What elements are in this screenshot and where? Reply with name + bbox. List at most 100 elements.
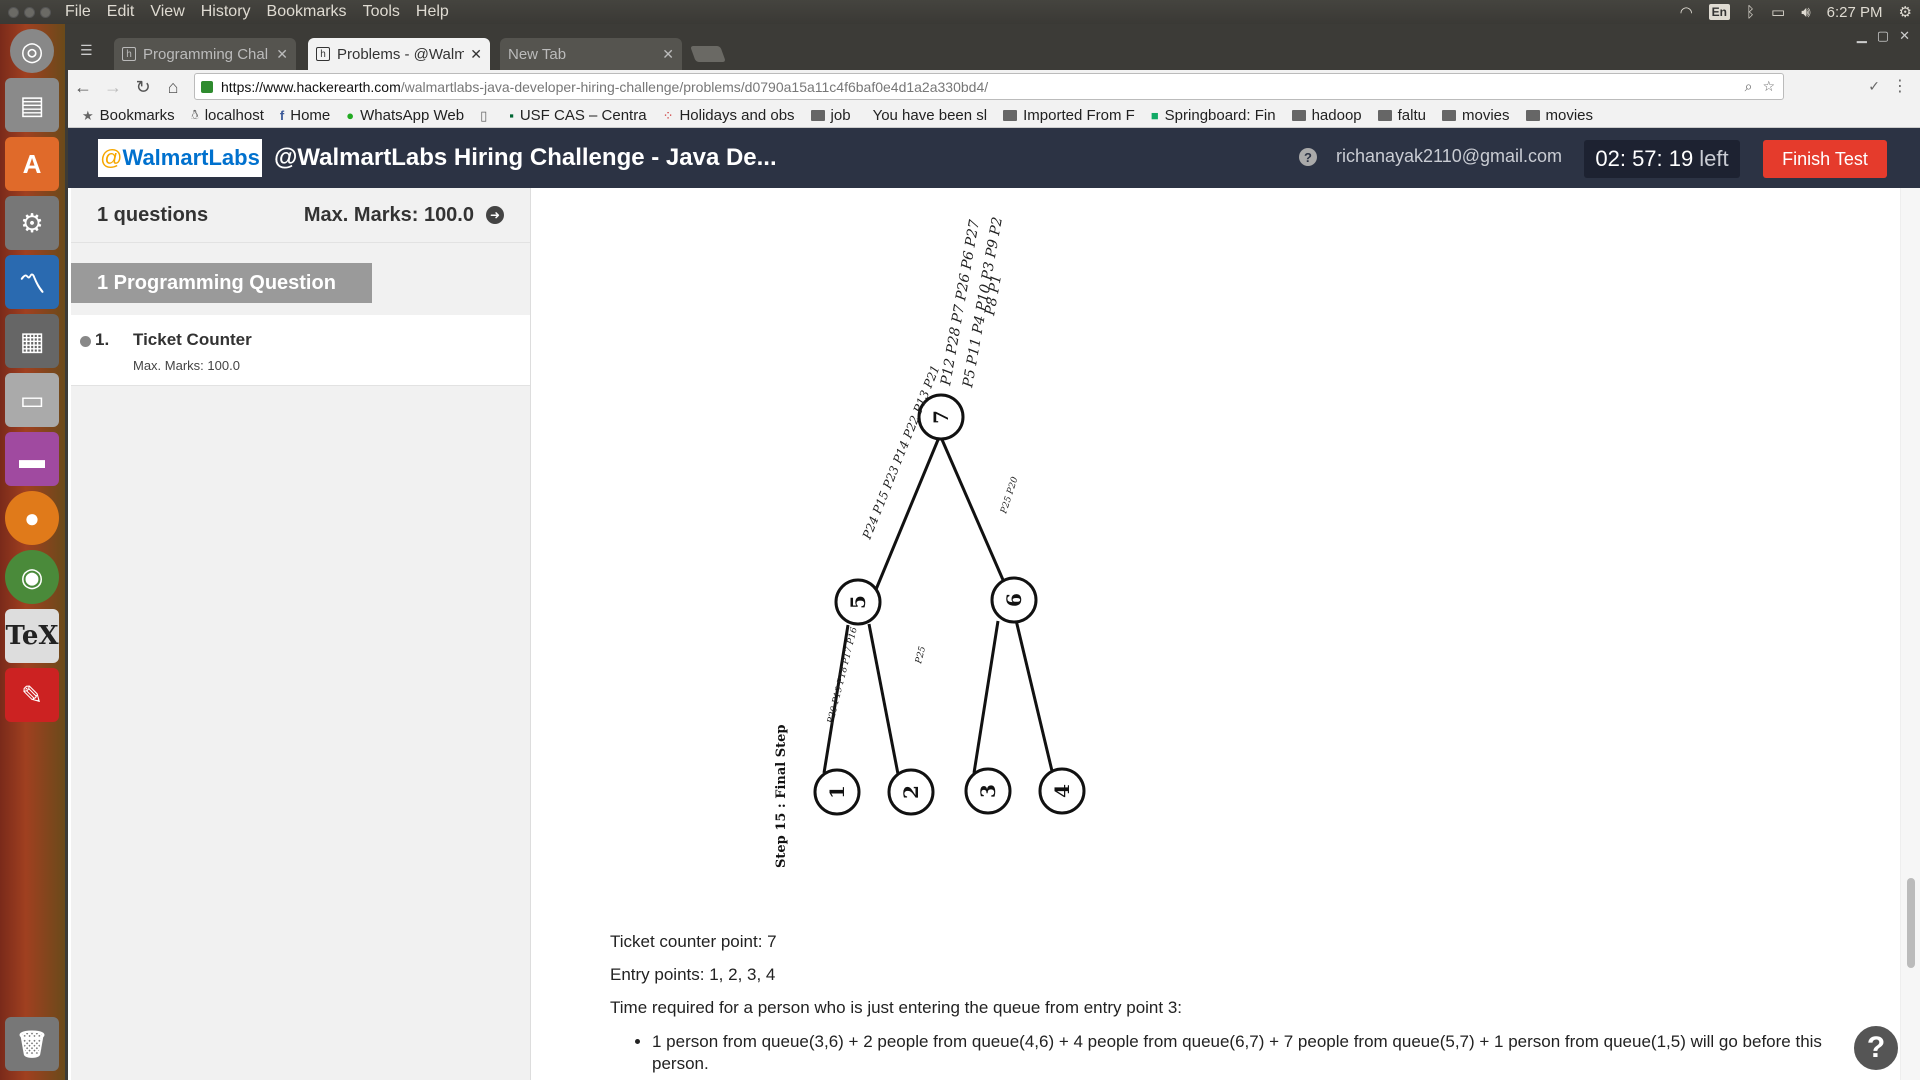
bookmark-item[interactable]: ●WhatsApp Web (346, 107, 465, 124)
close-icon[interactable]: ✕ (276, 45, 288, 62)
bookmark-item[interactable]: ▯ (480, 108, 493, 124)
forward-icon[interactable]: → (104, 76, 122, 97)
node-6 (990, 576, 1038, 624)
tab-search-icon[interactable]: ☰ (80, 42, 93, 58)
menu-file[interactable]: File (65, 3, 91, 20)
dots-icon: ⁘ (662, 107, 674, 123)
bookmark-item[interactable]: ★Bookmarks (82, 107, 175, 124)
bookmark-star-icon[interactable]: ☆ (1762, 78, 1775, 94)
wifi-icon[interactable]: ◠ (1679, 4, 1693, 21)
tab-title: Programming Chal (143, 45, 269, 63)
home-icon[interactable]: ⌂ (167, 76, 179, 97)
ticket-counter-line: Ticket counter point: 7 (610, 932, 777, 951)
maximize-icon[interactable]: ▢ (1876, 28, 1890, 43)
menu-bookmarks[interactable]: Bookmarks (266, 3, 347, 20)
close-icon[interactable]: ✕ (662, 45, 674, 62)
edge-6-3 (972, 620, 1000, 774)
bookmark-item[interactable]: job (810, 107, 851, 124)
node-7 (917, 393, 965, 441)
edge-labels: P12 P28 P7 P26 P6 P27 P5 P11 P4 P10 P3 P… (826, 216, 1021, 726)
menu-help[interactable]: Help (415, 3, 449, 20)
folder-icon (810, 110, 825, 121)
bookmark-item[interactable]: ■Springboard: Fin (1150, 107, 1276, 124)
browser-toolbar: ← → ↻ ⌂ https://www.hackerearth.com/walm… (68, 70, 1920, 104)
zoom-icon[interactable]: ⌕ (1744, 78, 1753, 94)
edge-5-1 (822, 624, 850, 774)
bookmark-item[interactable]: Imported From F (1003, 107, 1135, 124)
edge-6-4 (1014, 619, 1054, 772)
bookmark-item[interactable]: faltu (1377, 107, 1426, 124)
disk-icon[interactable]: ▭ (5, 373, 59, 427)
settings-icon[interactable]: ⚙ (5, 196, 59, 250)
menu-view[interactable]: View (150, 3, 185, 20)
scrollbar-thumb[interactable] (1907, 878, 1915, 968)
browser-menu-icon[interactable]: ⋮ (1892, 78, 1908, 95)
minimize-icon[interactable]: ▁ (1856, 28, 1867, 43)
system-monitor-icon[interactable]: 〽 (5, 255, 59, 309)
dash-icon[interactable]: ◎ (10, 29, 54, 73)
help-icon[interactable]: ? (1299, 148, 1317, 166)
workspace-icon[interactable]: ▦ (5, 314, 59, 368)
node-label: 6 (1002, 593, 1026, 607)
node-label: 7 (929, 410, 953, 424)
walmartlabs-logo[interactable]: @WalmartLabs (98, 139, 262, 177)
node-label: 3 (976, 784, 1000, 798)
question-marks: Max. Marks: 100.0 (133, 358, 240, 373)
bluetooth-icon[interactable]: ᛒ (1746, 3, 1756, 21)
trash-icon[interactable]: 🗑︎ (5, 1017, 59, 1071)
tab-title: Problems - @Walm (337, 45, 465, 63)
bookmark-item[interactable]: You have been sl (872, 107, 988, 124)
folder-icon (1525, 110, 1540, 121)
keyboard-layout[interactable]: En (1708, 4, 1731, 20)
tab-problems[interactable]: h Problems - @Walm ✕ (308, 38, 490, 70)
page-scrollbar[interactable] (1900, 188, 1920, 1080)
page-icon: ▯ (480, 107, 488, 123)
extension-icon[interactable]: ✓ (1868, 78, 1880, 94)
clock[interactable]: 6:27 PM (1826, 3, 1883, 21)
bookmark-item[interactable]: ▪USF CAS – Centra (509, 107, 647, 124)
files-icon[interactable]: ▤ (5, 78, 59, 132)
menu-edit[interactable]: Edit (106, 3, 135, 20)
question-item[interactable]: 1. Ticket Counter Max. Marks: 100.0 (71, 315, 530, 386)
node-label: 2 (899, 785, 923, 799)
tab-programming-challenge[interactable]: h Programming Chal ✕ (114, 38, 296, 70)
bookmark-item[interactable]: movies (1525, 107, 1593, 124)
node-4 (1038, 767, 1086, 815)
reload-icon[interactable]: ↻ (135, 76, 151, 97)
usf-icon: ▪ (509, 108, 514, 123)
step-label: Step 15 : Final Step (774, 725, 789, 868)
volume-icon[interactable]: 🔊︎ (1801, 3, 1811, 21)
app-icon[interactable]: ▬ (5, 432, 59, 486)
gear-icon[interactable]: ⚙ (1898, 4, 1912, 21)
status-dot-icon (80, 336, 91, 347)
pdf-reader-icon[interactable]: ✎ (5, 668, 59, 722)
new-tab-button[interactable] (690, 46, 726, 62)
questions-sidebar: 1 questions Max. Marks: 100.0➜ 1 Program… (71, 188, 531, 1080)
menu-history[interactable]: History (200, 3, 251, 20)
folder-icon (1003, 110, 1018, 121)
close-window-icon[interactable]: ✕ (1899, 28, 1910, 43)
bookmark-item[interactable]: hadoop (1291, 107, 1362, 124)
battery-icon[interactable]: ▭ (1771, 4, 1786, 21)
texmaker-icon[interactable]: TeX (5, 609, 59, 663)
window-controls[interactable] (8, 6, 51, 18)
edge-5-2 (867, 623, 900, 775)
software-center-icon[interactable]: A (5, 137, 59, 191)
floating-help-icon[interactable]: ? (1852, 1024, 1900, 1072)
bookmark-item[interactable]: ⁘Holidays and obs (662, 107, 795, 124)
menu-tools[interactable]: Tools (362, 3, 400, 20)
finish-test-button[interactable]: Finish Test (1763, 140, 1887, 178)
address-bar[interactable]: https://www.hackerearth.com/walmartlabs-… (194, 73, 1784, 100)
section-label: 1 Programming Question (71, 263, 372, 303)
back-icon[interactable]: ← (74, 76, 92, 97)
firefox-icon[interactable]: ● (5, 491, 59, 545)
bookmark-item[interactable]: 🐧︎localhost (190, 107, 264, 124)
app-menu: File Edit View History Bookmarks Tools H… (65, 3, 449, 21)
bookmark-item[interactable]: movies (1442, 107, 1510, 124)
collapse-arrow-icon[interactable]: ➜ (486, 206, 504, 224)
chrome-icon[interactable]: ◉ (5, 550, 59, 604)
tab-new[interactable]: New Tab ✕ (500, 38, 682, 70)
close-icon[interactable]: ✕ (470, 45, 482, 62)
folder-icon (1442, 110, 1456, 121)
